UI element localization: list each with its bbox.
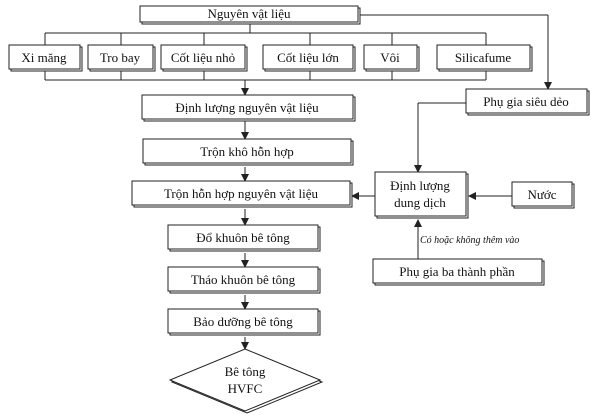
label-pour-mold: Đổ khuôn bê tông xyxy=(196,230,290,245)
node-raw-materials: Nguyên vật liệu xyxy=(139,5,361,25)
label-superplasticizer: Phụ gia siêu dẻo xyxy=(483,94,569,109)
node-cotlieunho: Cốt liệu nhỏ xyxy=(160,44,248,72)
label-final-1: Bê tông xyxy=(225,364,266,379)
label-optional-note: Có hoặc không thêm vào xyxy=(420,235,519,246)
connectors xyxy=(44,14,552,350)
label-demold: Tháo khuôn bê tông xyxy=(191,272,296,287)
label-three-component-admixture: Phụ gia ba thành phần xyxy=(399,264,515,279)
node-ximang: Xi măng xyxy=(8,44,83,72)
node-dosing-materials: Định lượng nguyên vật liệu xyxy=(141,94,356,122)
label-water: Nước xyxy=(527,187,556,202)
label-solution-dosing-1: Định lượng xyxy=(390,178,450,193)
label-voi: Vôi xyxy=(380,50,400,65)
label-cure: Bảo dưỡng bê tông xyxy=(193,314,293,329)
node-pour-mold: Đổ khuôn bê tông xyxy=(167,224,321,252)
label-dosing-materials: Định lượng nguyên vật liệu xyxy=(175,100,319,115)
label-mixing-materials: Trộn hỗn hợp nguyên vật liệu xyxy=(164,186,319,201)
label-raw-materials: Nguyên vật liệu xyxy=(207,6,291,21)
node-mixing-materials: Trộn hỗn hợp nguyên vật liệu xyxy=(131,180,353,208)
node-three-component-admixture: Phụ gia ba thành phần xyxy=(372,258,545,286)
label-cotlieulon: Cốt liệu lớn xyxy=(277,50,339,65)
node-trobay: Tro bay xyxy=(87,44,156,72)
node-silicafume: Silicafume xyxy=(436,44,533,72)
node-cotlieulon: Cốt liệu lớn xyxy=(262,44,356,72)
node-dry-mixing: Trộn khô hỗn hợp xyxy=(142,138,354,166)
label-solution-dosing-2: dung dịch xyxy=(394,195,446,210)
node-final-hvfc: Bê tông HVFC xyxy=(168,348,324,414)
label-final-2: HVFC xyxy=(228,381,263,396)
node-cure: Bảo dưỡng bê tông xyxy=(167,308,321,336)
label-dry-mixing: Trộn khô hỗn hợp xyxy=(200,144,293,159)
node-water: Nước xyxy=(511,181,575,209)
label-cotlieunho: Cốt liệu nhỏ xyxy=(171,50,235,65)
node-superplasticizer: Phụ gia siêu dẻo xyxy=(465,88,590,116)
label-silicafume: Silicafume xyxy=(455,50,512,65)
node-voi: Vôi xyxy=(363,44,420,72)
node-solution-dosing: Định lượng dung dịch xyxy=(374,171,469,219)
node-demold: Tháo khuôn bê tông xyxy=(167,266,321,294)
label-ximang: Xi măng xyxy=(21,50,67,65)
label-trobay: Tro bay xyxy=(100,50,141,65)
